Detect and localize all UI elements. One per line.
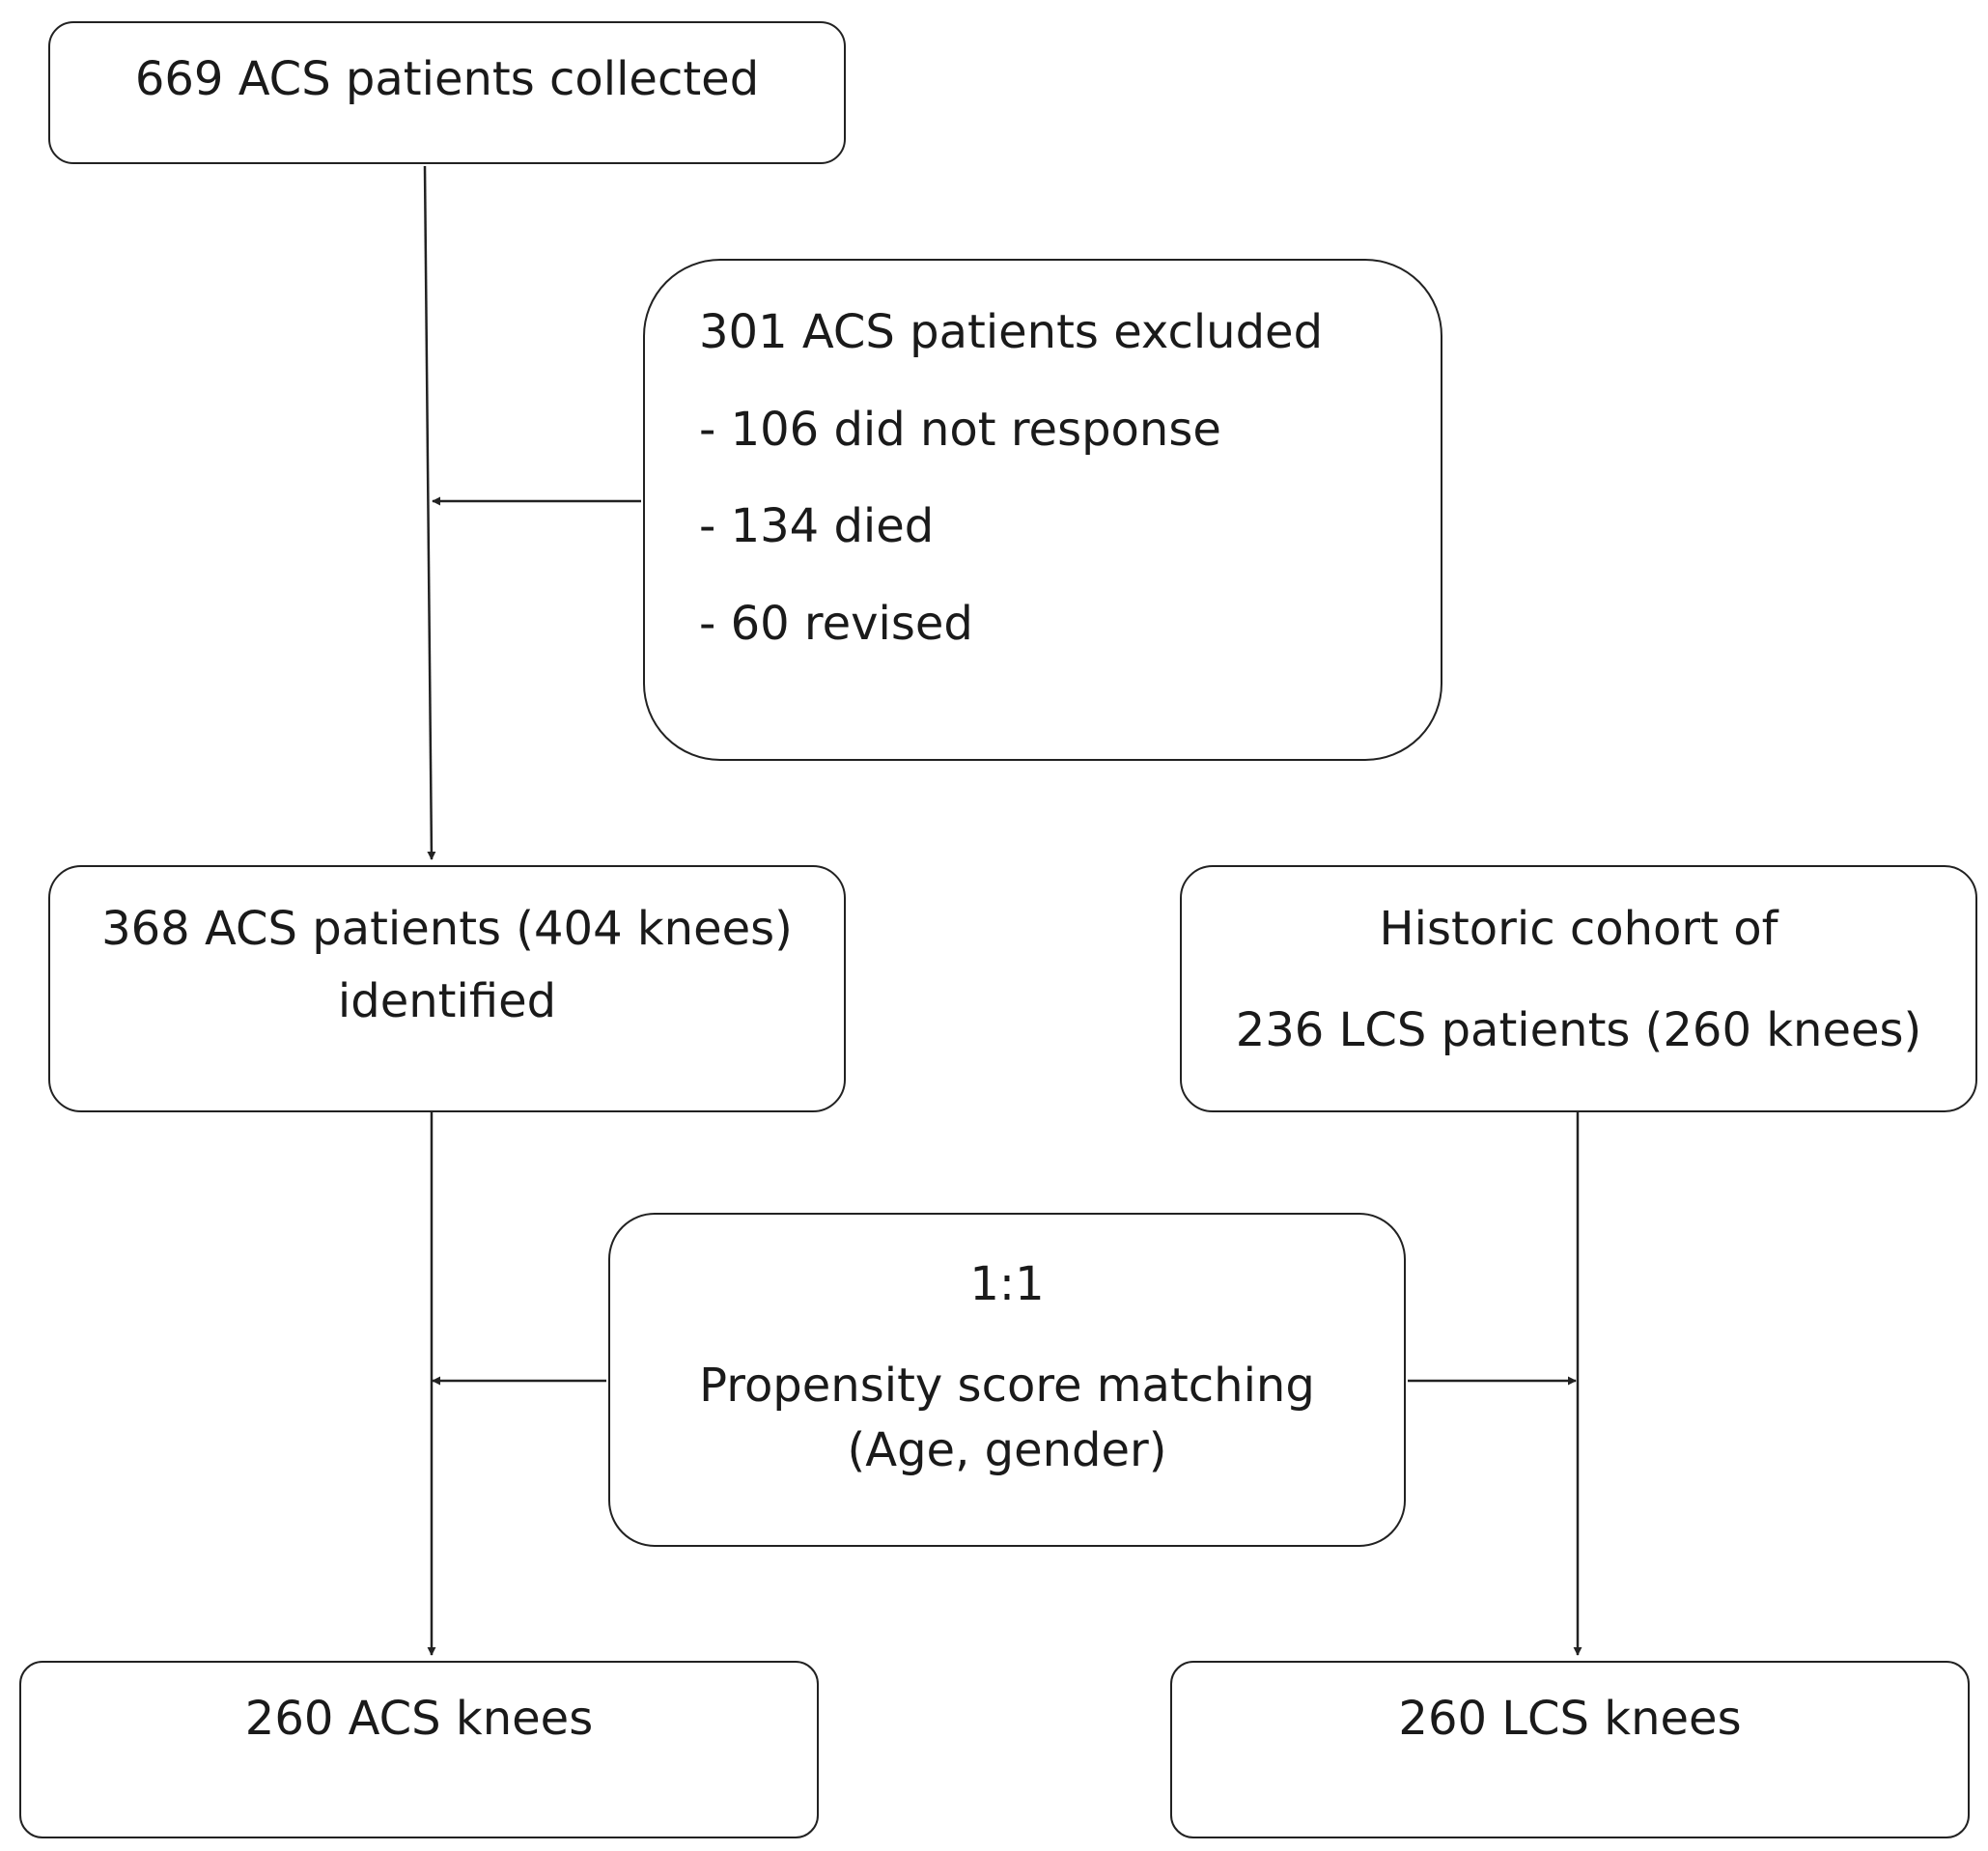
box-text: 260 ACS knees [244,1692,594,1746]
box-text: 368 ACS patients (404 knees) [101,902,793,956]
box-text: (Age, gender) [847,1423,1167,1478]
box-text: Historic cohort of [1379,902,1778,956]
box-text-item: - 106 did not response [699,402,1221,457]
box-acs-knees: 260 ACS knees [19,1661,819,1838]
box-text-item: - 60 revised [699,596,973,651]
arrow-collected-to-identified [423,165,436,860]
box-text: identified [337,973,557,1028]
box-text: 260 LCS knees [1398,1692,1742,1746]
box-text: Propensity score matching [699,1358,1315,1413]
box-lcs-knees: 260 LCS knees [1170,1661,1970,1838]
box-propensity-score-matching: 1:1 Propensity score matching (Age, gend… [608,1213,1406,1547]
box-acs-patients-excluded: 301 ACS patients excluded - 106 did not … [643,259,1442,761]
box-text: 669 ACS patients collected [134,52,760,106]
box-acs-patients-identified: 368 ACS patients (404 knees) identified [48,865,846,1112]
box-text-ratio: 1:1 [969,1257,1045,1311]
box-historic-lcs-cohort: Historic cohort of 236 LCS patients (260… [1180,865,1977,1112]
box-text-heading: 301 ACS patients excluded [699,305,1324,359]
box-text: 236 LCS patients (260 knees) [1235,1002,1922,1057]
box-acs-patients-collected: 669 ACS patients collected [48,21,846,164]
box-text-item: - 134 died [699,499,935,554]
